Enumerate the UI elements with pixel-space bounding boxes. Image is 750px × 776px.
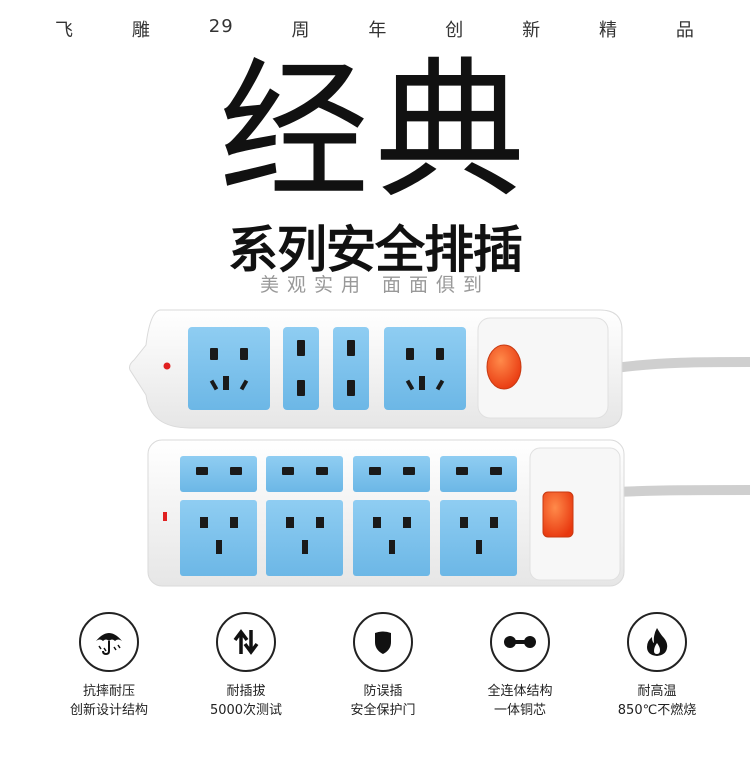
slogan: 美观实用 面面俱到: [259, 274, 491, 296]
connector-icon: [490, 612, 550, 672]
shield-icon: [353, 612, 413, 672]
tagline-char: 品: [675, 20, 695, 41]
feature-desc: 5000次测试: [209, 703, 283, 718]
tagline-char: 周: [291, 20, 311, 41]
power-strip-bottom: [147, 439, 625, 587]
feature-title: 抗摔耐压: [82, 684, 135, 699]
feature-desc: 850℃不燃烧: [617, 703, 697, 718]
indicator-light: [163, 362, 171, 370]
power-strip-top: [129, 309, 623, 429]
power-cable: [614, 357, 750, 497]
umbrella-icon: [79, 612, 139, 672]
feature-desc: 安全保护门: [350, 703, 416, 718]
tagline-char: 飞: [55, 20, 74, 41]
indicator-light: [163, 512, 167, 521]
socket: [188, 327, 270, 410]
tagline-char: 精: [599, 20, 619, 41]
hero-title: 经典: [218, 45, 531, 219]
tagline-char: 雕: [131, 20, 151, 41]
up-down-arrows-icon: [216, 612, 276, 672]
feature-item: 防误插 安全保护门: [318, 612, 448, 720]
socket: [283, 327, 319, 410]
series-subtitle: 系列安全排插: [228, 221, 523, 279]
tagline-char: 29: [208, 16, 234, 37]
socket: [333, 327, 369, 410]
feature-desc: 创新设计结构: [69, 703, 148, 718]
power-switch: [542, 491, 574, 538]
tagline-char: 创: [445, 20, 465, 41]
feature-desc: 一体铜芯: [493, 703, 546, 718]
feature-title: 全连体结构: [487, 684, 553, 699]
feature-item: 全连体结构 一体铜芯: [455, 612, 585, 720]
flame-icon: [627, 612, 687, 672]
feature-list: 抗摔耐压 创新设计结构 耐插拔 5000次测试 防误插 安全保护门 全连体结构 …: [40, 612, 740, 752]
feature-item: 耐插拔 5000次测试: [181, 612, 311, 720]
feature-title: 防误插: [363, 684, 403, 699]
feature-title: 耐插拔: [226, 684, 266, 699]
socket: [384, 327, 466, 410]
power-switch: [486, 344, 522, 390]
tagline: 飞 雕 29 周 年 创 新 精 品: [55, 16, 695, 42]
power-strip-illustration: [129, 309, 750, 587]
feature-item: 抗摔耐压 创新设计结构: [44, 612, 174, 720]
tagline-char: 新: [522, 20, 542, 41]
feature-title: 耐高温: [637, 684, 677, 699]
tagline-char: 年: [368, 20, 388, 41]
feature-item: 耐高温 850℃不燃烧: [592, 612, 722, 720]
